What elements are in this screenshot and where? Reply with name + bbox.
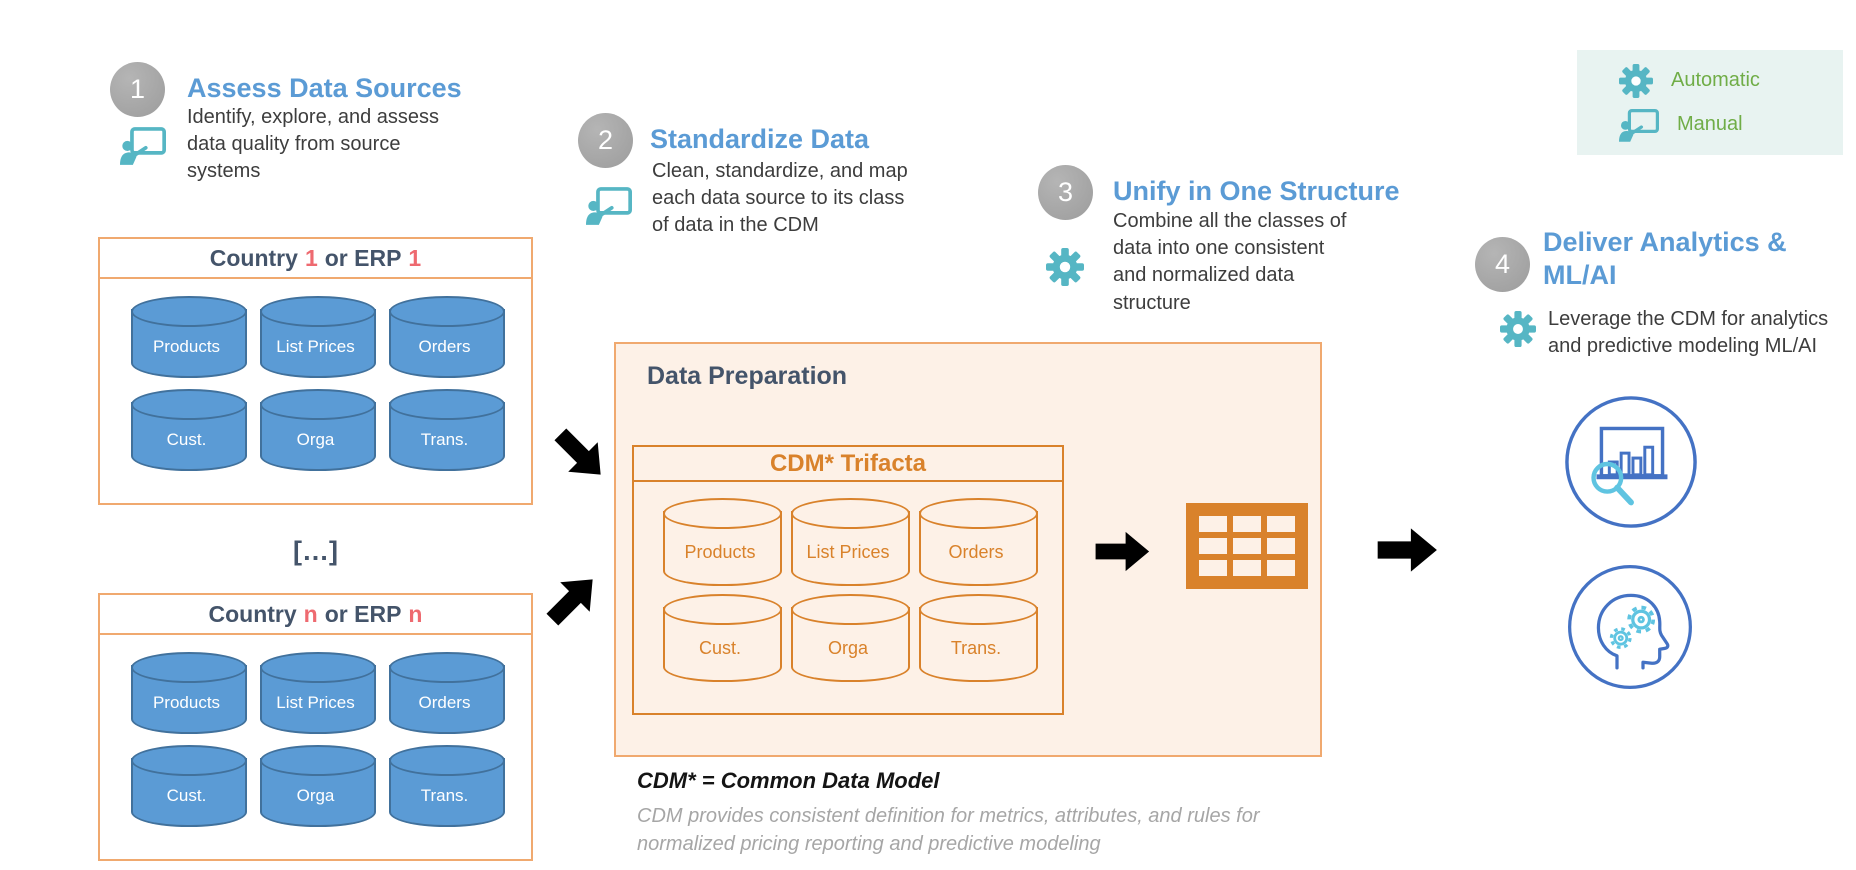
db-cylinder: List Prices [259,652,376,734]
arrow-right-icon [1377,528,1437,572]
chart-magnifier-icon [1565,396,1697,528]
db-cylinder-label: Orga [827,637,869,658]
footnote-body: CDM provides consistent definition for m… [637,805,1260,856]
db-cylinder: Products [130,652,247,734]
step-3-description: Combine all the classes of data into one… [1113,210,1347,314]
step-3-title: Unify in One Structure [1113,176,1400,206]
source-box-country-1: Country 1 or ERP 1 Products List Prices … [98,237,533,505]
db-cylinder: Orga [259,745,376,827]
step-2-description: Clean, standardize, and map each data so… [652,160,908,237]
step-4-description: Leverage the CDM for analytics and predi… [1548,308,1829,358]
arrow-right-outline-icon [1095,531,1150,572]
db-cylinder-label: Products [684,541,756,562]
db-cylinder-label: List Prices [276,693,355,713]
cylinder-grid: Products List Prices Orders Cust. Orga T… [100,635,531,827]
db-cylinder-label: Orders [418,693,471,713]
gear-icon [1500,311,1536,347]
footnote-title: CDM* = Common Data Model [637,768,940,793]
db-cylinder: Trans. [388,389,505,471]
db-cylinder: Cust. [662,594,782,682]
title-text: Country [209,244,298,271]
db-cylinder-label: Orders [418,337,471,357]
head-gears-icon [1568,565,1692,689]
legend-row-manual: Manual [1619,108,1843,142]
db-cylinder-label: Products [152,337,221,357]
step-3-badge: 3 [1038,165,1093,220]
data-preparation-title: Data Preparation [647,362,848,390]
db-cylinder-label: Orders [948,541,1004,562]
db-cylinder: Cust. [130,389,247,471]
cdm-trifacta-title: CDM* Trifacta [634,447,1062,482]
cylinder-grid: Products List Prices Orders Cust. Orga T… [634,482,1062,682]
db-cylinder-label: Orga [296,786,335,806]
legend-manual-label: Manual [1677,113,1743,135]
source-box-title: Country 1 or ERP 1 [100,239,531,279]
db-cylinder-label: Cust. [166,786,207,806]
db-cylinder-label: Cust. [166,430,207,450]
step-1-description: Identify, explore, and assess data quali… [187,106,439,183]
db-cylinder: Cust. [130,745,247,827]
db-cylinder-label: List Prices [276,337,355,357]
db-cylinder: Orders [918,498,1038,586]
title-variable: n [408,600,423,627]
db-cylinder-label: Products [152,693,221,713]
source-box-country-n: Country n or ERP n Products List Prices … [98,593,533,861]
step-4-title: Deliver Analytics & ML/AI [1543,227,1787,290]
arrow-down-right-icon [545,419,616,490]
arrow-up-right-icon [537,564,608,635]
title-text: or ERP [324,600,402,627]
db-cylinder: Orga [790,594,910,682]
more-sources-ellipsis: […] [293,536,338,566]
legend-automatic-label: Automatic [1671,69,1760,91]
db-cylinder: Products [662,498,782,586]
db-cylinder: Orders [388,296,505,378]
db-cylinder: List Prices [790,498,910,586]
db-cylinder: Trans. [918,594,1038,682]
title-variable: 1 [408,244,422,271]
legend: Automatic Manual [1577,50,1843,155]
source-box-title: Country n or ERP n [100,595,531,635]
cylinder-grid: Products List Prices Orders Cust. Orga T… [100,279,531,471]
db-cylinder: Products [130,296,247,378]
db-cylinder: Orders [388,652,505,734]
db-cylinder-label: Cust. [698,637,741,658]
db-cylinder-label: Trans. [420,430,469,450]
db-cylinder-label: Orga [296,430,335,450]
db-cylinder-label: Trans. [950,637,1002,658]
db-cylinder: Orga [259,389,376,471]
title-variable: 1 [304,244,318,271]
presenter-icon [1619,108,1659,142]
gear-icon [1046,248,1084,286]
presenter-icon [586,187,632,225]
db-cylinder: List Prices [259,296,376,378]
title-text: Country [208,600,297,627]
title-variable: n [303,600,318,627]
step-1-title: Assess Data Sources [187,73,462,103]
step-2-badge: 2 [578,113,633,168]
gear-icon [1619,63,1653,98]
db-cylinder: Trans. [388,745,505,827]
legend-row-automatic: Automatic [1619,63,1843,98]
table-grid-icon [1186,503,1308,589]
step-1-badge: 1 [110,62,165,117]
step-4-badge: 4 [1475,237,1530,292]
title-text: or ERP [324,244,402,271]
db-cylinder-label: List Prices [806,541,890,562]
presenter-icon [120,127,166,165]
cdm-trifacta-box: CDM* Trifacta Products List Prices Order… [632,445,1064,715]
db-cylinder-label: Trans. [420,786,469,806]
step-2-title: Standardize Data [650,124,870,154]
